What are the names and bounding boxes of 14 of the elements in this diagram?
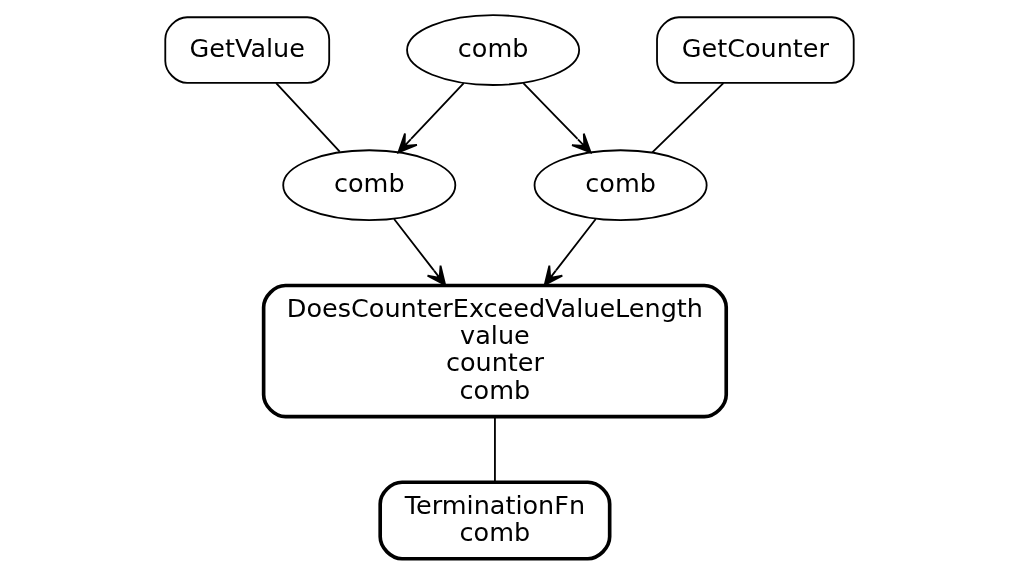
node-box: GetValue — [164, 16, 331, 84]
node-box: GetCounter — [656, 16, 855, 84]
arrow — [397, 82, 465, 154]
arrow — [393, 218, 447, 286]
connector — [275, 82, 341, 153]
connector — [494, 416, 496, 483]
node-ellipse: comb — [533, 149, 708, 221]
node-box: DoesCounterExceedValueLength value counter comb — [261, 283, 729, 419]
node-box: TerminationFn comb — [378, 480, 612, 561]
node-ellipse: comb — [406, 14, 581, 86]
node-ellipse: comb — [282, 149, 457, 221]
arrow — [543, 218, 597, 286]
arrow — [522, 82, 592, 154]
connector — [651, 82, 725, 154]
